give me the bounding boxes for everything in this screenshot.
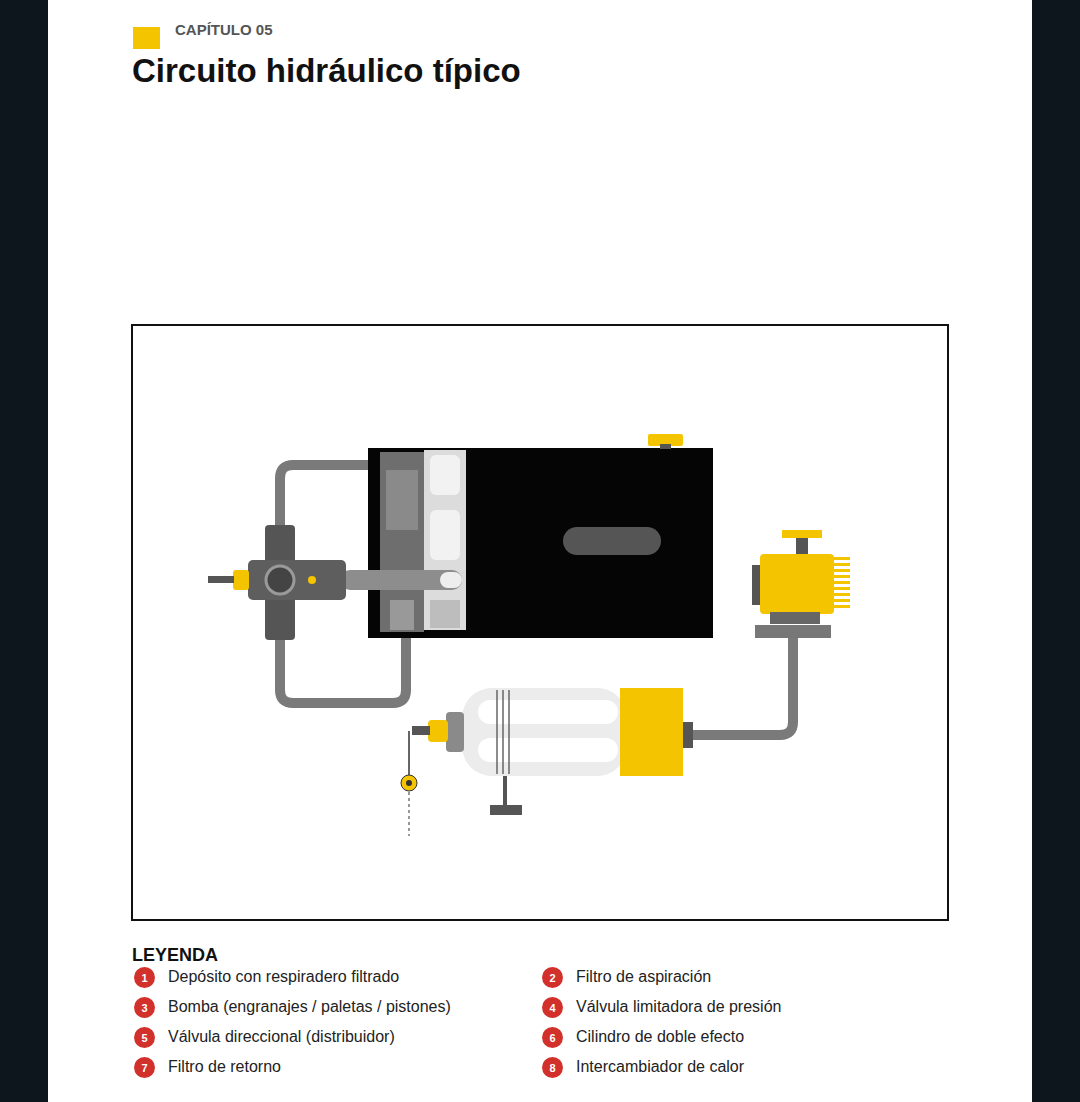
page-title: Circuito hidráulico típico	[132, 52, 521, 90]
fin	[834, 593, 850, 596]
mount-post	[503, 776, 507, 805]
cylinder	[401, 688, 693, 836]
callout-circle: 5	[134, 1027, 155, 1048]
chapter-label: CAPÍTULO 05	[175, 21, 273, 38]
piston-rod	[412, 726, 430, 735]
pump-housing	[380, 452, 424, 632]
pump-shaft	[340, 570, 462, 590]
rod-fitting	[428, 720, 448, 742]
fin	[834, 605, 850, 608]
fin	[834, 557, 850, 560]
filter-base	[430, 600, 460, 628]
valve-indicator	[308, 576, 316, 584]
exchanger-neck	[796, 538, 808, 556]
cylinder-port	[683, 722, 693, 748]
page-ground	[48, 0, 1032, 1102]
suction-filter	[390, 600, 414, 630]
sight-glass	[563, 527, 661, 555]
fin	[834, 569, 850, 572]
callout-circle: 2	[542, 967, 563, 988]
callout-number: 8	[549, 1062, 555, 1074]
callout-number: 5	[141, 1032, 147, 1044]
chapter-marker	[133, 27, 160, 49]
legend-text: Válvula direccional (distribuidor)	[168, 1028, 395, 1046]
callout-number: 7	[141, 1062, 147, 1074]
valve-spool	[208, 576, 234, 583]
pipe-lower	[280, 630, 406, 703]
exchanger-cap	[782, 530, 822, 538]
callout-number: 2	[549, 972, 555, 984]
legend-text: Filtro de retorno	[168, 1058, 281, 1076]
filter-element	[430, 510, 460, 560]
valve-port	[266, 566, 294, 594]
cylinder-end-cap	[620, 688, 683, 776]
callout-circle: 4	[542, 997, 563, 1018]
fin	[834, 575, 850, 578]
callout-circle: 8	[542, 1057, 563, 1078]
legend-heading: LEYENDA	[132, 945, 218, 966]
pump-rotor	[386, 470, 418, 530]
exchanger-neck-lower	[770, 612, 820, 624]
filter-cutaway	[424, 450, 466, 630]
load-hub	[406, 780, 412, 786]
fin	[834, 563, 850, 566]
valve-body	[248, 560, 346, 600]
tie-rod	[502, 690, 504, 774]
fin	[834, 587, 850, 590]
valve-fitting	[233, 570, 249, 590]
shaft-end	[440, 572, 462, 588]
travel-line	[409, 792, 410, 836]
mount-foot	[490, 805, 522, 815]
cylinder-highlight	[478, 738, 618, 762]
callout-circle: 7	[134, 1057, 155, 1078]
callout-number: 1	[141, 972, 147, 984]
cylinder-highlight	[478, 700, 618, 724]
callout-circle: 3	[134, 997, 155, 1018]
tank-body	[368, 448, 713, 638]
pipe-return	[690, 638, 793, 735]
legend-text: Intercambiador de calor	[576, 1058, 744, 1076]
reservoir	[340, 434, 713, 638]
exchanger-base	[755, 625, 831, 638]
exchanger-body	[760, 554, 834, 614]
legend-text: Cilindro de doble efecto	[576, 1028, 744, 1046]
tie-rod	[496, 690, 498, 774]
cylinder-barrel	[462, 688, 627, 776]
rod-gland	[446, 712, 464, 752]
callout-number: 3	[141, 1002, 147, 1014]
load-cable	[408, 731, 410, 775]
callout-circle: 1	[134, 967, 155, 988]
tie-rod	[508, 690, 510, 774]
legend-text: Depósito con respiradero filtrado	[168, 968, 399, 986]
load-weight	[401, 775, 417, 791]
legend-text: Filtro de aspiración	[576, 968, 711, 986]
fin	[834, 599, 850, 602]
fin	[834, 581, 850, 584]
legend-text: Válvula limitadora de presión	[576, 998, 781, 1016]
filter-element	[430, 455, 460, 495]
heat-exchanger	[752, 530, 850, 638]
directional-valve	[208, 525, 346, 640]
callout-number: 4	[549, 1002, 555, 1014]
callout-circle: 6	[542, 1027, 563, 1048]
breather-neck	[660, 444, 671, 449]
callout-number: 6	[549, 1032, 555, 1044]
legend-text: Bomba (engranajes / paletas / pistones)	[168, 998, 451, 1016]
valve-body-vertical	[265, 525, 295, 640]
cooling-fins	[834, 557, 850, 608]
figure-frame	[132, 325, 948, 920]
